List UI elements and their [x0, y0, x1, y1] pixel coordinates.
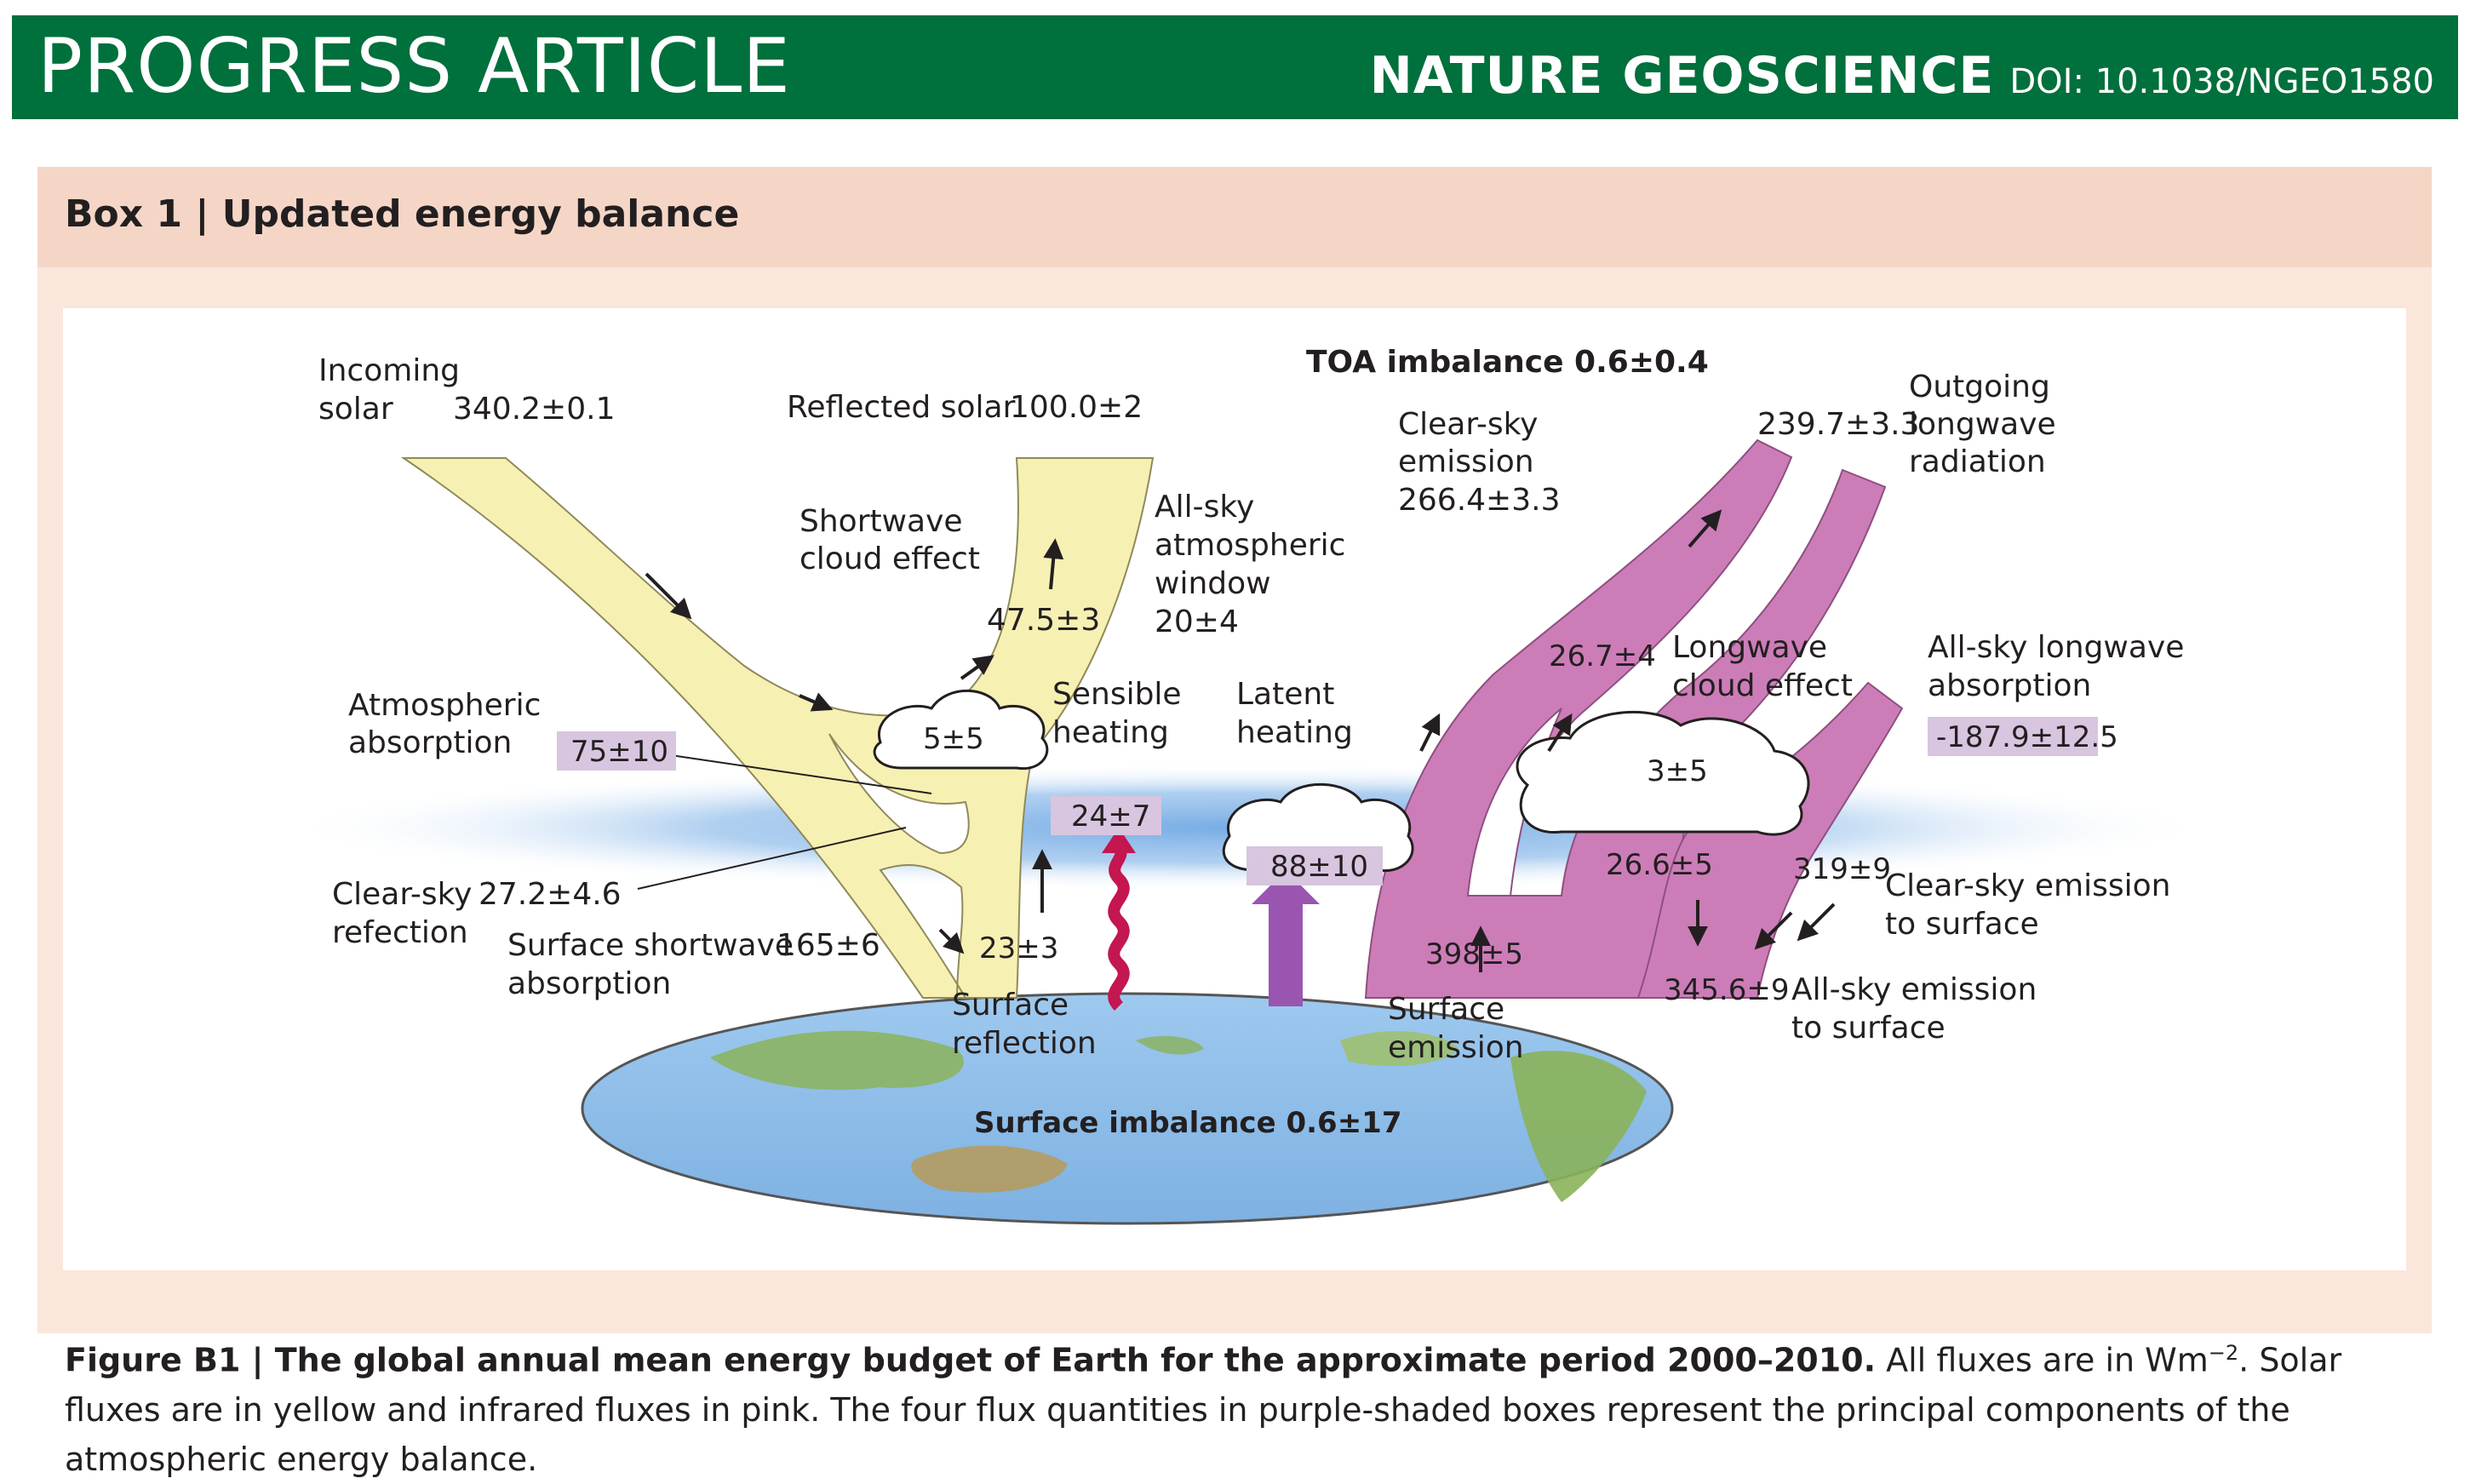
olr-value: 239.7±3.3 [1757, 407, 1919, 442]
latent-value: 88±10 [1270, 850, 1368, 884]
window-label-2: atmospheric [1155, 528, 1345, 563]
caption-unit-sup: −2 [2208, 1341, 2239, 1365]
diagram-panel: TOA imbalance 0.6±0.4 Incoming solar 340… [63, 308, 2406, 1270]
caption-label: Figure B1 | The global annual mean energ… [65, 1341, 1877, 1379]
surface-sw-label-2: absorption [507, 966, 671, 1001]
sensible-label-2: heating [1052, 715, 1169, 750]
surface-sw-label: Surface shortwave [507, 928, 794, 963]
clear-sky-reflection-label: Clear-sky [332, 877, 472, 912]
surface-reflection-label: Surface [952, 988, 1069, 1023]
journal-header: NATURE GEOSCIENCE DOI: 10.1038/NGEO1580 [1370, 46, 2434, 106]
leader-lines [637, 750, 932, 890]
latent-label: Latent [1236, 677, 1334, 712]
lw-cloud-label: Longwave [1672, 630, 1827, 665]
surface-imbalance-label: Surface imbalance 0.6±17 [974, 1106, 1402, 1140]
clear-sky-down-label: Clear-sky emission [1885, 868, 2170, 903]
sensible-heat-arrow [1108, 845, 1130, 1011]
incoming-solar-value: 340.2±0.1 [453, 392, 615, 427]
surface-emission-value: 398±5 [1425, 937, 1523, 971]
clear-sky-emission-label: Clear-sky [1398, 407, 1538, 442]
flux-arrows [645, 509, 1836, 972]
all-sky-down-label-2: to surface [1791, 1011, 1946, 1046]
surface-emission-label-2: emission [1388, 1030, 1524, 1065]
energy-balance-box: Box 1 | Updated energy balance [37, 167, 2432, 1333]
incoming-solar-label: Incoming [318, 353, 460, 388]
clear-sky-down-label-2: to surface [1885, 907, 2039, 942]
olr-label-3: radiation [1909, 444, 2046, 479]
purple-value-boxes [557, 717, 2098, 885]
cloud-reflect-value: 5±5 [923, 722, 984, 756]
surface-reflection-label-2: reflection [952, 1026, 1097, 1061]
latent-heat-arrow [1252, 870, 1320, 1006]
surface-sw-value: 165±6 [777, 928, 880, 963]
window-value: 20±4 [1155, 604, 1239, 639]
latent-label-2: heating [1236, 715, 1353, 750]
box-header: Box 1 | Updated energy balance [37, 167, 2432, 267]
shortwave-cloud-label: Shortwave [799, 504, 963, 539]
atm-absorption-value: 75±10 [570, 735, 668, 769]
toa-imbalance-label: TOA imbalance 0.6±0.4 [1306, 345, 1709, 380]
shortwave-cloud-value: 47.5±3 [987, 603, 1100, 638]
reflected-solar-value: 100.0±2 [1010, 390, 1143, 425]
box-title: Box 1 | Updated energy balance [65, 192, 740, 236]
clear-sky-emission-value: 266.4±3.3 [1398, 483, 1560, 518]
all-sky-down-value: 345.6±9 [1664, 973, 1789, 1007]
surface-reflection-value: 23±3 [979, 931, 1058, 965]
clear-sky-emission-label-2: emission [1398, 444, 1534, 479]
doi-link[interactable]: DOI: 10.1038/NGEO1580 [2009, 62, 2434, 101]
journal-name: NATURE GEOSCIENCE [1369, 46, 1995, 106]
figure-caption: Figure B1 | The global annual mean energ… [65, 1328, 2415, 1484]
olr-label-2: longwave [1909, 407, 2056, 442]
clear-sky-reflection-value: 27.2±4.6 [479, 877, 622, 912]
all-sky-down-label: All-sky emission [1791, 972, 2037, 1007]
sensible-value: 24±7 [1071, 799, 1150, 834]
clear-sky-reflection-label-2: refection [332, 915, 468, 950]
earth-globe [581, 992, 1674, 1225]
surface-emission-label: Surface [1388, 992, 1504, 1027]
olr-label: Outgoing [1909, 370, 2050, 404]
lw-absorption-label-2: absorption [1928, 668, 2091, 703]
cloud-down-value: 26.6±5 [1606, 848, 1713, 882]
atm-absorption-label-2: absorption [348, 725, 512, 760]
window-label: All-sky [1155, 490, 1254, 524]
window-label-3: window [1155, 566, 1271, 601]
shortwave-cloud-label-2: cloud effect [799, 541, 980, 576]
energy-budget-diagram: TOA imbalance 0.6±0.4 Incoming solar 340… [276, 345, 2217, 1225]
atm-absorption-label: Atmospheric [348, 688, 541, 723]
lw-cloud-arrow-value: 26.7±4 [1549, 639, 1656, 673]
lw-absorption-value: -187.9±12.5 [1936, 720, 2118, 754]
sensible-arrow-head [1102, 828, 1136, 853]
lw-cloud-label-2: cloud effect [1672, 668, 1853, 703]
section-label: PROGRESS ARTICLE [37, 22, 791, 110]
sensible-label: Sensible [1052, 677, 1182, 712]
reflected-solar-label: Reflected solar [787, 390, 1016, 425]
lw-absorption-label: All-sky longwave [1928, 630, 2184, 665]
incoming-solar-label-2: solar [318, 392, 393, 427]
caption-text-1: All fluxes are in Wm [1876, 1341, 2209, 1379]
clear-sky-down-value: 319±9 [1793, 852, 1891, 886]
header-banner: PROGRESS ARTICLE NATURE GEOSCIENCE DOI: 1… [12, 15, 2458, 119]
lw-cloud-value: 3±5 [1647, 754, 1708, 788]
